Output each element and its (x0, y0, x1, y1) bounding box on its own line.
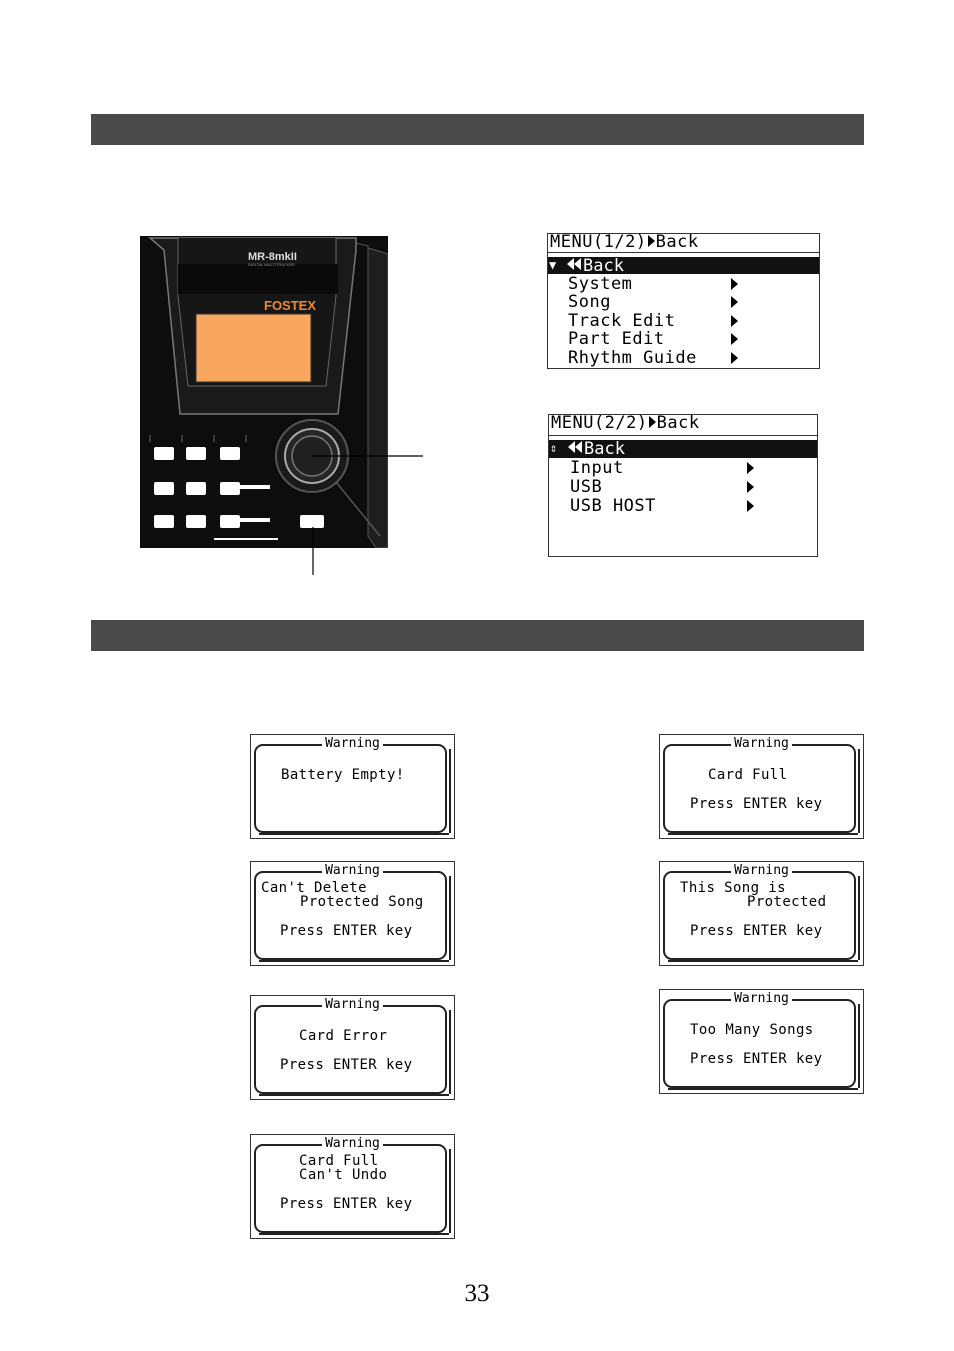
submenu-arrow-icon (747, 481, 754, 493)
menu-item-usb-host[interactable]: USB HOST (570, 496, 656, 516)
warning-line: Press ENTER key (690, 1051, 823, 1067)
submenu-arrow-icon (747, 462, 754, 474)
warning-card-full-cant-undo: Warning Card Full Can't Undo Press ENTER… (250, 1134, 455, 1239)
menu-item-track-edit[interactable]: Track Edit (568, 311, 676, 331)
menu-selected-row[interactable]: ▼ Back (548, 257, 819, 275)
submenu-arrow-icon (731, 278, 738, 290)
warning-line: Can't Delete (261, 880, 367, 896)
warning-battery-empty: Warning Battery Empty! (250, 734, 455, 839)
brand-logo: FOSTEX (264, 298, 316, 313)
menu-item-input[interactable]: Input (570, 458, 624, 478)
lcd-menu-page-2: MENU(2/2)Back ⇕ Back Input USB USB HOST (548, 414, 818, 557)
warning-line: Card Full (299, 1153, 379, 1169)
warning-line: Protected (747, 894, 827, 910)
submenu-arrow-icon (731, 333, 738, 345)
button-row-middle (154, 482, 270, 495)
menu-item-song[interactable]: Song (568, 292, 611, 312)
warning-line: Press ENTER key (280, 1057, 413, 1073)
warning-line: Protected Song (300, 894, 424, 910)
warning-line: Too Many Songs (690, 1022, 814, 1038)
submenu-arrow-icon (731, 296, 738, 308)
warning-card-full: Warning Card Full Press ENTER key (659, 734, 864, 839)
warning-line: Press ENTER key (690, 923, 823, 939)
back-arrows-icon (568, 440, 582, 457)
menu-title: MENU(1/2)Back (550, 233, 699, 252)
warning-cant-delete-protected: Warning Can't Delete Protected Song Pres… (250, 861, 455, 966)
menu-key (300, 515, 324, 528)
section-header-bar (91, 114, 864, 145)
menu-item-rhythm-guide[interactable]: Rhythm Guide (568, 348, 697, 368)
menu-item-part-edit[interactable]: Part Edit (568, 329, 665, 349)
warning-too-many-songs: Warning Too Many Songs Press ENTER key (659, 989, 864, 1094)
device-illustration: MR-8mkII DIGITAL MULTITRACKER FOSTEX (140, 236, 388, 548)
warning-line: Card Full (708, 767, 788, 783)
lcd-menu-page-1: MENU(1/2)Back ▼ Back System Song Track E… (547, 233, 820, 369)
submenu-arrow-icon (747, 500, 754, 512)
scroll-down-icon: ▼ (549, 258, 557, 272)
submenu-arrow-icon (731, 352, 738, 364)
back-arrows-icon (567, 257, 581, 274)
lcd-screen (195, 313, 312, 383)
warning-line: This Song is (680, 880, 786, 896)
model-logo: MR-8mkII DIGITAL MULTITRACKER (248, 251, 297, 267)
warning-line: Press ENTER key (280, 1196, 413, 1212)
warning-line: Can't Undo (299, 1167, 388, 1183)
menu-item-usb[interactable]: USB (570, 477, 603, 497)
warning-card-error: Warning Card Error Press ENTER key (250, 995, 455, 1100)
warning-line: Press ENTER key (280, 923, 413, 939)
svg-text:DIGITAL MULTITRACKER: DIGITAL MULTITRACKER (248, 262, 295, 267)
warning-line: Press ENTER key (690, 796, 823, 812)
scroll-up-down-icon: ⇕ (550, 441, 558, 455)
svg-text:MR-8mkII: MR-8mkII (248, 251, 297, 263)
section-header-bar (91, 620, 864, 651)
page-number: 33 (464, 1280, 490, 1307)
menu-selected-row[interactable]: ⇕ Back (549, 440, 817, 458)
warning-song-protected: Warning This Song is Protected Press ENT… (659, 861, 864, 966)
menu-title: MENU(2/2)Back (551, 414, 700, 433)
button-row-top (154, 447, 240, 460)
menu-item-system[interactable]: System (568, 274, 633, 294)
warning-line: Card Error (299, 1028, 388, 1044)
submenu-arrow-icon (731, 315, 738, 327)
warning-line: Battery Empty! (281, 767, 405, 783)
button-row-bottom (154, 515, 278, 540)
